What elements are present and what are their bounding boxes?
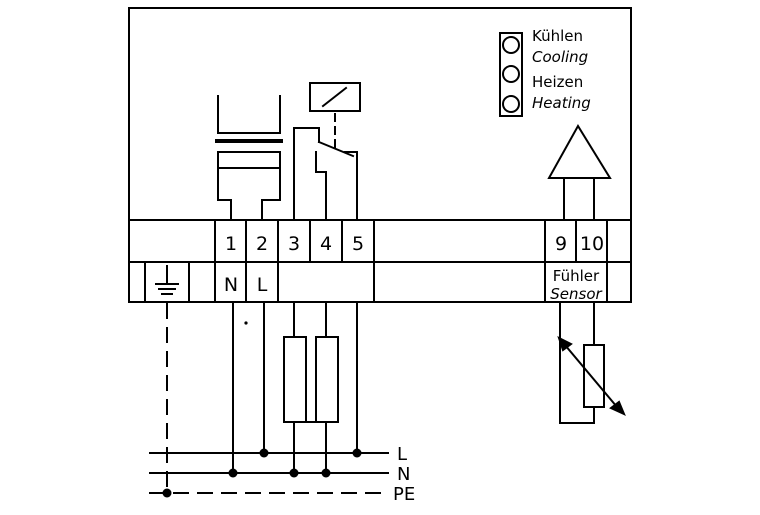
junction-dots [162,321,362,498]
marker-dot [244,321,248,325]
indicator-label-de: Heizen [532,73,583,91]
terminal-label: 9 [555,233,567,255]
conductor-label-l: L [257,274,268,296]
indicator-label-en: Cooling [532,48,588,66]
indicator-label-de: Kühlen [532,27,583,45]
indicator-panel [499,32,523,117]
relay-icon [293,82,361,221]
terminal-label: 3 [288,233,300,255]
terminal-label: 4 [320,233,332,255]
conductor-label-n: N [224,274,238,296]
junction-dot [162,488,172,498]
terminal-label: 2 [256,233,268,255]
mains-label-n: N [397,464,410,485]
transformer-icon [215,95,283,221]
terminal-label: 1 [225,233,237,255]
ground-icon [155,265,179,295]
sensor-label-en: Sensor [550,285,602,303]
junction-dot [321,468,331,478]
heating-led-icon [502,95,520,113]
device-housing [128,7,632,303]
mains-label-l: L [397,444,407,465]
sensor-resistor-icon [557,301,626,424]
sensor-label-de: Fühler [553,267,600,285]
indicator-label-en: Heating [532,94,591,112]
led-icon [502,65,520,83]
junction-dot [259,448,269,458]
junction-dot [228,468,238,478]
sensor-input-arrow-icon [547,124,612,179]
mains-label-pe: PE [393,484,415,505]
cooling-led-icon [502,36,520,54]
junction-dot [352,448,362,458]
load-heating [315,336,339,423]
terminal-label: 10 [580,233,604,255]
load-cooling [283,336,307,423]
terminal-label: 5 [352,233,364,255]
junction-dot [289,468,299,478]
